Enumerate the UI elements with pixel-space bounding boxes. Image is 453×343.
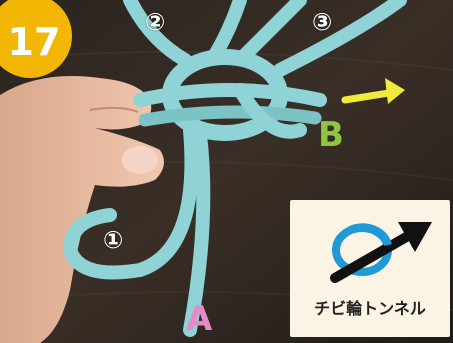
inset-caption: チビ輪トンネル — [314, 299, 426, 318]
step-number: 17 — [8, 20, 61, 64]
cords — [62, 0, 407, 337]
tunnel-inset: チビ輪トンネル — [290, 200, 450, 337]
tunnel-arrow-icon — [330, 222, 432, 283]
direction-arrow-icon — [341, 78, 405, 104]
cord-label-3: ③ — [312, 8, 333, 36]
step-badge: 17 — [0, 0, 72, 78]
hand — [0, 76, 164, 343]
cord-label-2: ② — [145, 8, 166, 36]
cord-label-1: ① — [103, 226, 124, 254]
end-label-a: A — [186, 299, 213, 339]
end-label-b: B — [318, 115, 344, 155]
